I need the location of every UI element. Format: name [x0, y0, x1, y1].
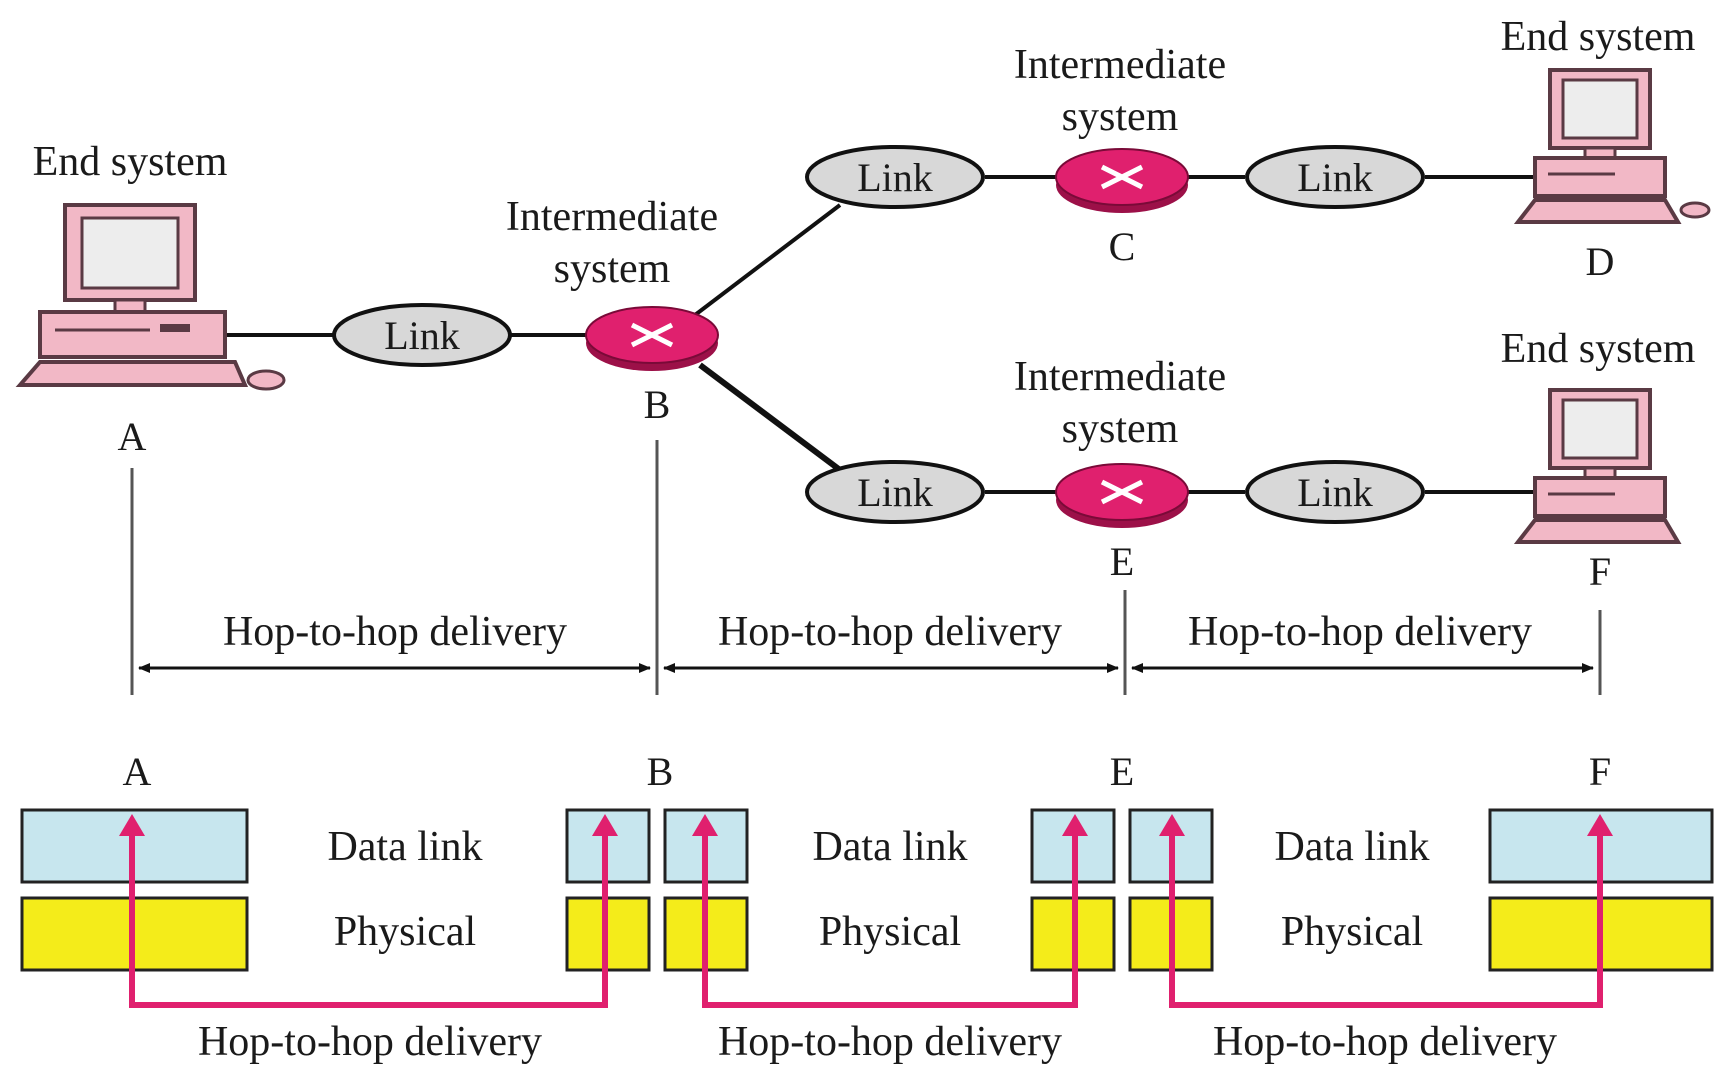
node-f-title: End system — [1501, 326, 1696, 372]
computer-f-icon — [1513, 388, 1682, 544]
hop-markers — [130, 440, 1602, 695]
bottom-letter-b: B — [647, 749, 674, 794]
node-c-title-line1: Intermediate — [1014, 42, 1226, 88]
link-3: Link — [1245, 145, 1425, 209]
node-e-title-line2: system — [1062, 406, 1179, 452]
hop-label-bottom-ab: Hop-to-hop delivery — [198, 1019, 542, 1065]
bottom-letter-f: F — [1589, 749, 1611, 794]
line-b-link4 — [698, 362, 842, 473]
bottom-letter-a: A — [123, 749, 152, 794]
node-d-letter: D — [1586, 239, 1615, 284]
bottom-letter-e: E — [1110, 749, 1134, 794]
layer-label-physical-3: Physical — [1281, 909, 1423, 955]
link-4: Link — [805, 460, 985, 524]
node-f-letter: F — [1589, 549, 1611, 594]
node-a-title: End system — [33, 139, 228, 185]
router-b-icon — [585, 306, 719, 371]
hop-label-bottom-be: Hop-to-hop delivery — [718, 1019, 1062, 1065]
hop-label-top-ef: Hop-to-hop delivery — [1188, 609, 1532, 655]
layer-label-physical-2: Physical — [819, 909, 961, 955]
node-a-letter: A — [118, 414, 147, 459]
link-4-label: Link — [857, 470, 933, 515]
hop-label-top-be: Hop-to-hop delivery — [718, 609, 1062, 655]
node-d-title: End system — [1501, 14, 1696, 60]
delivery-paths — [119, 814, 1613, 1008]
hop-label-bottom-ef: Hop-to-hop delivery — [1213, 1019, 1557, 1065]
link-1: Link — [332, 303, 512, 367]
link-3-label: Link — [1297, 155, 1373, 200]
line-b-link2 — [693, 203, 842, 317]
node-c-title-line2: system — [1062, 94, 1179, 140]
layer-label-data-link-2: Data link — [812, 824, 967, 870]
layer-label-data-link-3: Data link — [1274, 824, 1429, 870]
node-b-letter: B — [644, 382, 671, 427]
router-e-icon — [1055, 463, 1189, 528]
node-e-letter: E — [1110, 539, 1134, 584]
node-c-letter: C — [1109, 224, 1136, 269]
router-c-icon — [1055, 148, 1189, 213]
computer-a-icon — [15, 203, 286, 391]
node-b-title-line2: system — [554, 246, 671, 292]
link-2-label: Link — [857, 155, 933, 200]
link-5-label: Link — [1297, 470, 1373, 515]
layer-label-physical-1: Physical — [334, 909, 476, 955]
layer-label-data-link-1: Data link — [327, 824, 482, 870]
link-1-label: Link — [384, 313, 460, 358]
link-2: Link — [805, 145, 985, 209]
hop-label-top-ab: Hop-to-hop delivery — [223, 609, 567, 655]
link-5: Link — [1245, 460, 1425, 524]
connection-lines — [215, 175, 1535, 494]
node-b-title-line1: Intermediate — [506, 194, 718, 240]
node-e-title-line1: Intermediate — [1014, 354, 1226, 400]
computer-d-icon — [1513, 68, 1711, 224]
